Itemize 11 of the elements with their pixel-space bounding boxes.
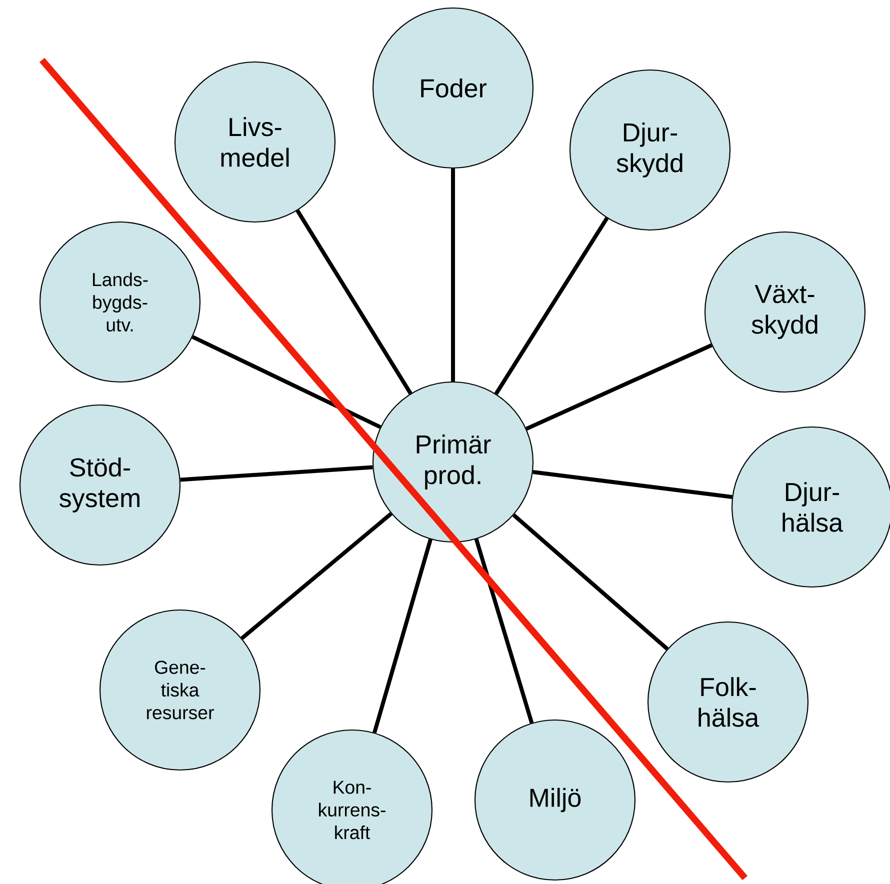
connector-line bbox=[526, 343, 712, 431]
connector-line bbox=[532, 470, 732, 499]
connector-line bbox=[451, 168, 455, 382]
connector-line bbox=[512, 513, 669, 651]
connector-line bbox=[240, 512, 392, 640]
connector-line bbox=[474, 538, 534, 724]
connector-line bbox=[372, 538, 432, 734]
connector-line bbox=[180, 465, 373, 482]
connector-line bbox=[296, 209, 412, 395]
connector-line bbox=[192, 335, 382, 429]
connector-line bbox=[494, 217, 609, 395]
